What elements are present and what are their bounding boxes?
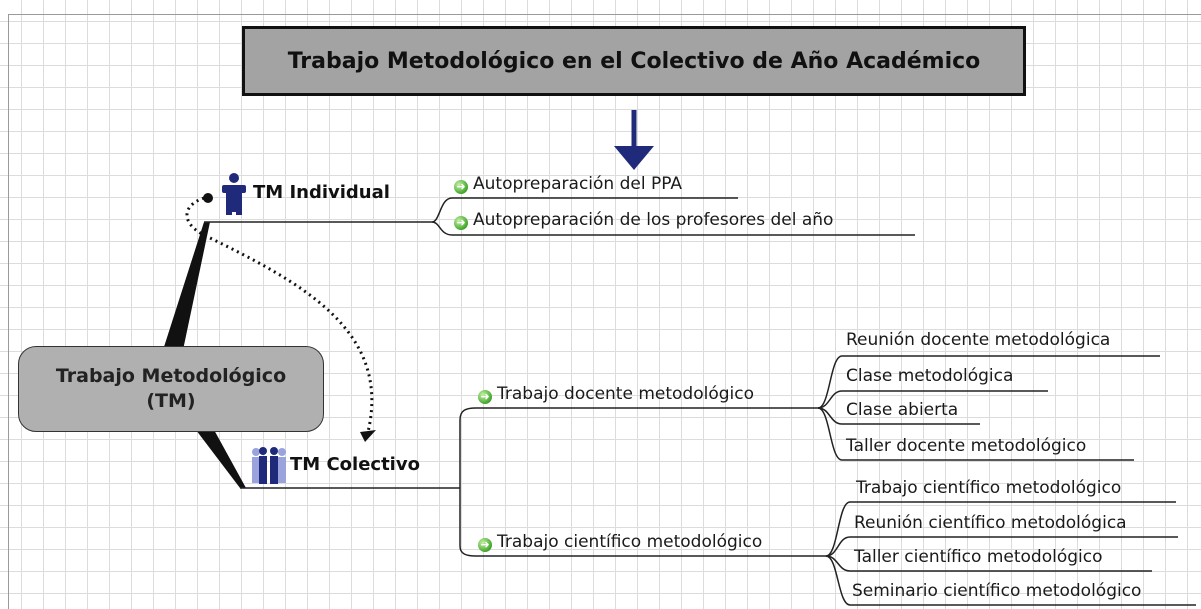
green-arrow-bullet-icon: ➜ (454, 216, 468, 230)
node-docente-item[interactable]: Clase abierta (846, 400, 958, 420)
node-label: Trabajo científico metodológico (856, 478, 1122, 498)
node-label: Taller docente metodológico (846, 436, 1087, 456)
node-label: Autopreparación del PPA (473, 174, 683, 194)
node-docente-item[interactable]: Reunión docente metodológica (846, 330, 1110, 350)
node-label: Reunión docente metodológica (846, 330, 1111, 350)
node-label: Trabajo científico metodológico (497, 532, 763, 552)
node-label: Autopreparación de los profesores del añ… (473, 210, 834, 230)
branch-root-colectivo (196, 428, 246, 488)
green-arrow-bullet-icon: ➜ (478, 538, 492, 552)
individual-bracket (431, 197, 738, 223)
node-label: Trabajo docente metodológico (497, 384, 754, 404)
node-tm-individual-label: TM Individual (253, 182, 390, 203)
root-node[interactable]: Trabajo Metodológico (TM) (18, 346, 324, 432)
node-tm-individual[interactable]: TM Individual (253, 182, 390, 203)
canvas-border-left (8, 14, 9, 609)
root-node-line1: Trabajo Metodológico (55, 365, 287, 387)
node-label: Clase metodológica (846, 366, 1014, 386)
node-label: Clase abierta (846, 400, 959, 420)
main-title-box: Trabajo Metodológico en el Colectivo de … (242, 26, 1026, 96)
node-docente-item[interactable]: Taller docente metodológico (846, 436, 1086, 456)
green-arrow-bullet-icon: ➜ (478, 390, 492, 404)
cientifico-bracket (825, 501, 1196, 606)
node-cientifico-item[interactable]: Trabajo científico metodológico (856, 478, 1121, 498)
node-tm-colectivo-label: TM Colectivo (290, 454, 420, 475)
node-trabajo-cientifico[interactable]: ➜ Trabajo científico metodológico (478, 532, 762, 552)
green-arrow-bullet-icon: ➜ (454, 180, 468, 194)
down-arrow-icon (614, 110, 654, 170)
node-label: Seminario científico metodológico (852, 581, 1142, 601)
root-node-line2: (TM) (146, 390, 196, 412)
node-autopreparacion-ppa[interactable]: ➜ Autopreparación del PPA (454, 174, 682, 194)
node-label: Reunión científico metodológica (854, 513, 1127, 533)
people-group-icon (252, 447, 286, 484)
main-title: Trabajo Metodológico en el Colectivo de … (287, 48, 981, 74)
node-docente-item[interactable]: Clase metodológica (846, 366, 1013, 386)
docente-bracket (817, 355, 1160, 461)
node-cientifico-item[interactable]: Taller científico metodológico (854, 547, 1103, 567)
canvas-border-top (8, 14, 1201, 15)
node-cientifico-item[interactable]: Reunión científico metodológica (854, 513, 1127, 533)
node-trabajo-docente[interactable]: ➜ Trabajo docente metodológico (478, 384, 754, 404)
branch-root-individual (163, 222, 210, 350)
node-autopreparacion-profesores[interactable]: ➜ Autopreparación de los profesores del a… (454, 210, 833, 230)
node-tm-colectivo[interactable]: TM Colectivo (290, 454, 420, 475)
person-icon (222, 173, 246, 215)
relation-dotted-arrow (185, 196, 374, 433)
colectivo-bracket (459, 407, 818, 488)
node-cientifico-item[interactable]: Seminario científico metodológico (852, 581, 1141, 601)
node-label: Taller científico metodológico (854, 547, 1103, 567)
